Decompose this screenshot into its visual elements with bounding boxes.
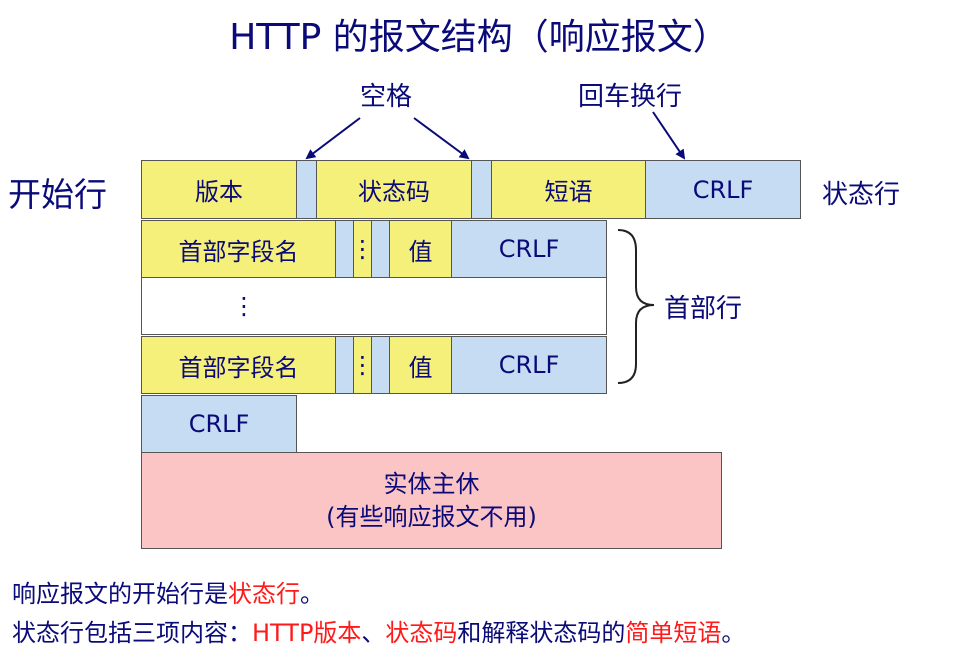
- crlf-arrow: [652, 111, 686, 160]
- status-crlf-field: CRLF: [645, 160, 801, 219]
- header-field-name: 首部字段名: [141, 220, 336, 278]
- header-lines-label: 首部行: [664, 294, 743, 324]
- entity-body-note: (有些响应报文不用): [326, 502, 537, 531]
- version-field: 版本: [141, 160, 297, 219]
- status-code-field: 状态码: [316, 160, 472, 219]
- space-arrow-left: [305, 117, 361, 160]
- header-colon-field: ⋮: [351, 220, 375, 278]
- header-value-field: 值: [389, 220, 452, 278]
- phrase-field: 短语: [491, 160, 646, 219]
- status-line-label: 状态行: [822, 180, 901, 210]
- space-annotation: 空格: [360, 82, 413, 112]
- start-line-label: 开始行: [8, 175, 107, 214]
- header-space-field: [371, 220, 390, 278]
- more-headers-row: ⋮: [141, 277, 607, 335]
- header-value-field: 值: [389, 336, 452, 394]
- header-brace: [617, 229, 655, 384]
- header-colon-field: ⋮: [351, 336, 375, 394]
- space-field-2: [471, 160, 492, 219]
- entity-body-title: 实体主休: [383, 470, 480, 499]
- header-space-field: [371, 336, 390, 394]
- crlf-annotation: 回车换行: [578, 82, 683, 112]
- note-line-2: 状态行包括三项内容：HTTP版本、状态码和解释状态码的简单短语。: [12, 619, 746, 647]
- space-arrow-right: [413, 117, 470, 160]
- space-field-1: [296, 160, 317, 219]
- header-field-name: 首部字段名: [141, 336, 336, 394]
- header-crlf-field: CRLF: [451, 220, 607, 278]
- header-crlf-field: CRLF: [451, 336, 607, 394]
- entity-body: 实体主休 (有些响应报文不用): [141, 452, 722, 549]
- page-title: HTTP 的报文结构（响应报文）: [229, 17, 729, 58]
- blank-line-crlf: CRLF: [141, 395, 297, 453]
- note-line-1: 响应报文的开始行是状态行。: [12, 580, 324, 608]
